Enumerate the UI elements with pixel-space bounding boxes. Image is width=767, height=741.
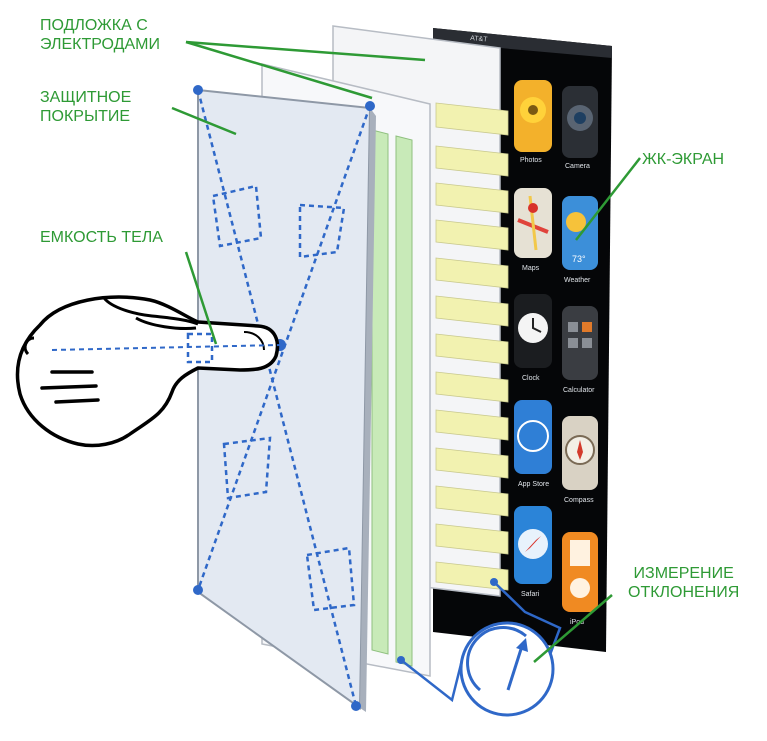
substrate-label: ПОДЛОЖКА С ЭЛЕКТРОДАМИ xyxy=(40,16,160,54)
compass-app-label: Compass xyxy=(564,497,594,504)
measure-label-line1: ИЗМЕРЕНИЕ xyxy=(633,565,734,582)
camera-app-label: Camera xyxy=(565,163,590,170)
deflection-gauge xyxy=(400,581,562,717)
coating-label-line1: ЗАЩИТНОЕ xyxy=(40,89,132,106)
lcd-pointer xyxy=(575,157,641,241)
ipod-app-label: iPod xyxy=(570,619,584,626)
coating-label-line2: ПОКРЫТИЕ xyxy=(40,108,131,125)
body-capacitance-pointer xyxy=(184,251,218,345)
yellow-electrode-strips xyxy=(435,102,509,591)
calculator-app-label: Calculator xyxy=(563,387,595,394)
protective-coating-layer xyxy=(193,85,376,712)
photos-app-label: Photos xyxy=(520,157,542,164)
maps-app-label: Maps xyxy=(522,265,540,272)
gauge-needle xyxy=(506,645,524,691)
weather-temp: 73° xyxy=(572,254,586,264)
coating-label: ЗАЩИТНОЕ ПОКРЫТИЕ xyxy=(40,88,131,126)
app-store-label: App Store xyxy=(518,481,549,488)
weather-app-label: Weather xyxy=(564,277,591,284)
coating-pointer xyxy=(171,106,237,136)
measure-label-line2: ОТКЛОНЕНИЯ xyxy=(628,584,740,601)
measure-pointer xyxy=(533,594,613,663)
substrate-pointer-1 xyxy=(185,40,426,62)
app-icon-grid: Photos Camera Maps 73° Weather Clock xyxy=(514,80,598,626)
green-electrode-strip-2 xyxy=(395,135,413,667)
gauge-dial xyxy=(459,621,555,717)
safari-app-label: Safari xyxy=(521,591,540,598)
calculator-app-icon xyxy=(562,306,598,380)
app-store-icon xyxy=(514,400,552,474)
measure-label: ИЗМЕРЕНИЕ ОТКЛОНЕНИЯ xyxy=(628,564,739,602)
substrate-label-line1: ПОДЛОЖКА С xyxy=(40,17,148,34)
lcd-screen-label: ЖК-ЭКРАН xyxy=(642,150,724,169)
lcd-screen-text: ЖК-ЭКРАН xyxy=(642,151,725,168)
gauge-wire-left xyxy=(400,659,464,703)
substrate-pointer-2 xyxy=(185,40,373,100)
green-electrode-strip-1 xyxy=(371,129,389,655)
finger-axis-line xyxy=(51,344,281,351)
body-capacitance-box xyxy=(186,332,214,364)
status-bar-text: AT&T xyxy=(470,35,489,44)
body-capacitance-label: ЕМКОСТЬ ТЕЛА xyxy=(40,228,163,247)
body-capacitance-text: ЕМКОСТЬ ТЕЛА xyxy=(40,229,163,246)
substrate-label-line2: ЭЛЕКТРОДАМИ xyxy=(40,36,160,53)
gauge-scale-arc xyxy=(466,626,527,692)
label-pointer-lines xyxy=(171,40,641,663)
clock-app-label: Clock xyxy=(522,375,540,382)
